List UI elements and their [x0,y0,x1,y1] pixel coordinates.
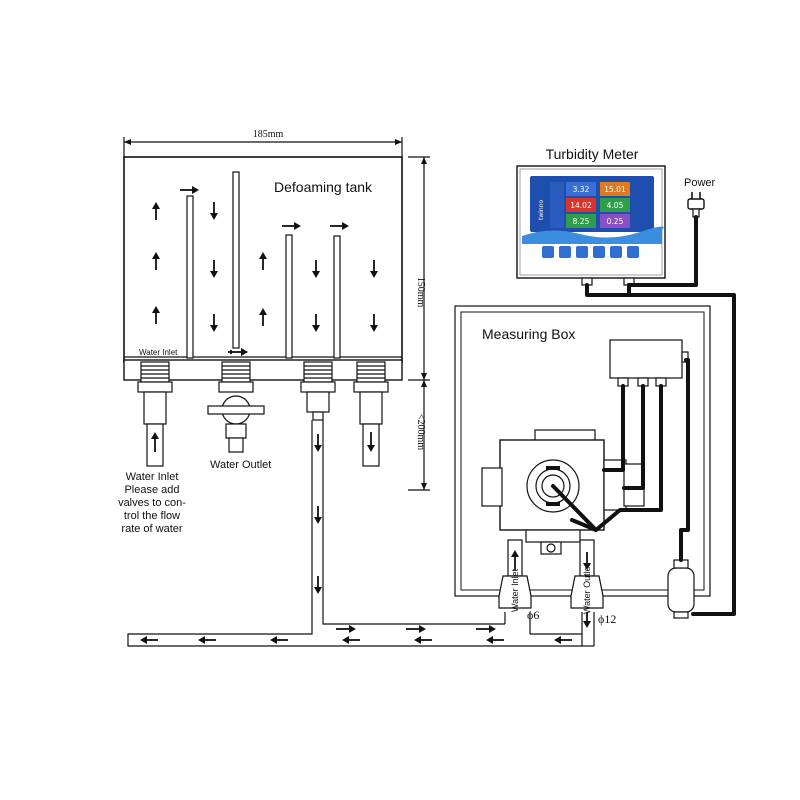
inlet-note-line-2: Please add [124,484,179,496]
meter-reading-value: 3.32 [573,185,590,194]
defoaming-tank: Defoaming tank Water Inlet [123,156,403,381]
height-dimension-label: 150mm [415,277,426,308]
drain-piping [127,420,595,647]
inlet-note: Water Inlet Please add valves to con- tr… [118,471,186,535]
pipe-phi12-label: ϕ12 [598,612,616,626]
meter-reading-tile [566,198,596,212]
drop-dimension-label: <200mm [415,414,426,450]
pipe-phi6-label: ϕ6 [527,608,539,622]
power-plug: Power [684,177,716,218]
plug-icon [687,192,705,218]
flow-arrow-icon [511,550,591,628]
water-outlet-label: Water Outlet [210,459,271,471]
meter-info-strip [550,182,564,228]
meter-key-button[interactable] [542,246,554,258]
meter-reading-value: 0.25 [607,217,624,226]
meter-reading-value: 8.25 [573,217,590,226]
meter-reading-tile [600,198,630,212]
inlet-note-line-5: rate of water [121,523,182,535]
meter-reading-value: 15.01 [604,185,626,194]
drain-fitting [300,361,336,421]
flow-arrow-icon [140,434,572,644]
meter-reading-value: 4.05 [607,201,624,210]
outlet-valve-fitting [207,361,265,453]
tank-fittings [137,361,389,467]
meter-reading-tile [566,214,596,228]
inlet-note-line-1: Water Inlet [126,471,179,483]
defoaming-tank-title: Defoaming tank [274,179,373,195]
box-water-inlet-label: Water Inlet [510,568,520,612]
meter-reading-value: 14.02 [570,201,592,210]
cables [551,215,736,616]
meter-key-button[interactable] [593,246,605,258]
turbidity-meter-title: Turbidity Meter [546,146,639,162]
meter-key-button[interactable] [559,246,571,258]
meter-key-button[interactable] [610,246,622,258]
drop-dimension: <200mm [408,380,430,491]
width-dimension-label: 185mm [253,129,284,140]
meter-reading-tile [600,214,630,228]
meter-readings: 3.32 15.01 14.02 4.05 8.25 0.25 [550,182,630,228]
meter-wave-decoration [522,226,664,244]
inlet-note-line-3: valves to con- [118,497,186,509]
height-dimension: 150mm [408,156,430,381]
flow-arrow-icon [152,186,378,356]
meter-button-row [542,246,639,258]
width-dimension: 185mm [123,129,403,160]
inlet-note-line-4: trol the flow [124,510,180,522]
meter-reading-tile [566,182,596,196]
turbidity-meter: Turbidity Meter twinno 3.32 15.01 14.02 4.0… [516,146,666,286]
inlet-fitting [137,361,173,467]
meter-brand: twinno [538,199,545,220]
meter-reading-tile [600,182,630,196]
tank-water-inlet-label: Water Inlet [139,348,178,357]
overflow-fitting [353,361,389,467]
box-water-outlet-label: Water Outlet [582,563,592,614]
measuring-box: Measuring Box Water Inlet Water Outlet [454,305,711,628]
power-label: Power [684,177,716,189]
meter-key-button[interactable] [576,246,588,258]
meter-key-button[interactable] [627,246,639,258]
measuring-box-title: Measuring Box [482,326,575,342]
